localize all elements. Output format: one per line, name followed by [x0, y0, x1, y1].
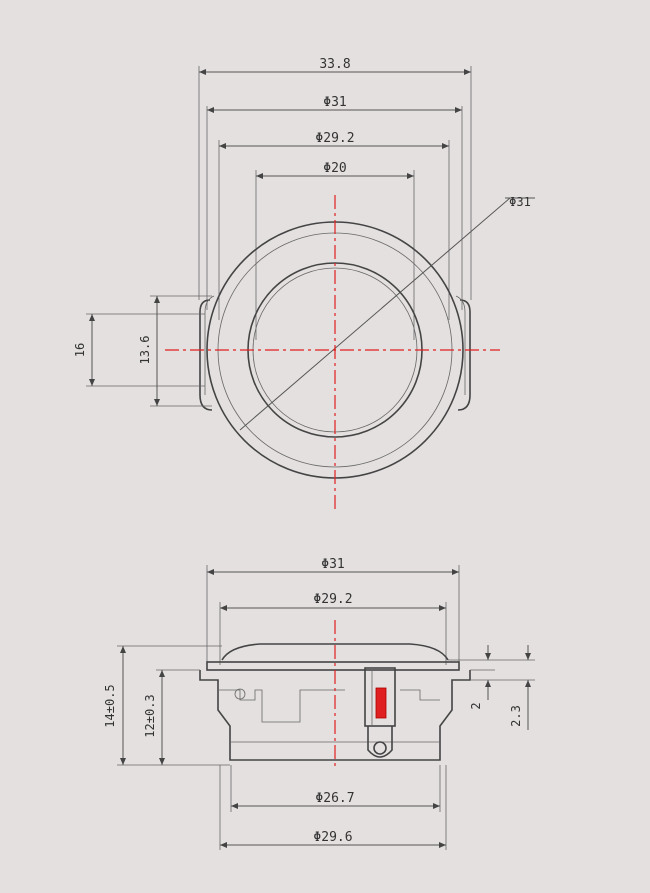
- left-tab-inner: [204, 295, 215, 395]
- dim-label-ring: Φ29.2: [315, 131, 354, 146]
- dome-profile: [221, 643, 449, 661]
- dim-label-right-b: 2.3: [509, 705, 523, 727]
- terminal-lug: [367, 726, 393, 758]
- dim-label-bottom-outer: Φ29.6: [313, 830, 352, 845]
- terminal-red: [375, 687, 387, 719]
- side-view: Φ31 Φ29.2 Φ26.7 Φ29.6 14±0.5 12±0.3: [103, 557, 535, 850]
- dim-label-height-total: 14±0.5: [103, 684, 117, 727]
- magnet-steps-left: [218, 689, 345, 723]
- right-tab: [457, 299, 471, 411]
- dim-label-height-body: 12±0.3: [143, 694, 157, 737]
- dim-label-outer: Φ31: [323, 95, 346, 110]
- left-tab: [199, 299, 213, 411]
- dim-label-side-ring: Φ29.2: [313, 592, 352, 607]
- top-view: 33.8 Φ31 Φ29.2 Φ20 Φ31 16 13.6: [73, 57, 535, 512]
- left-extension-lines: [86, 295, 212, 407]
- dim-label-overall: 33.8: [319, 57, 350, 72]
- leader-diagonal: [239, 197, 511, 431]
- right-tab-inner: [455, 295, 466, 395]
- dim-label-inner: Φ20: [323, 161, 346, 176]
- top-extension-lines: [198, 66, 472, 340]
- dim-label-diag: Φ31: [509, 195, 531, 209]
- dim-label-side-top: Φ31: [321, 557, 344, 572]
- dim-label-bottom-inner: Φ26.7: [315, 791, 354, 806]
- dim-label-left-outer: 16: [73, 343, 87, 357]
- flange: [206, 661, 460, 671]
- terminal-hole: [373, 741, 387, 755]
- dim-label-right-a: 2: [469, 702, 483, 709]
- terminal-housing: [364, 667, 396, 727]
- magnet-steps-right: [400, 689, 440, 701]
- side-left-extension-lines: [117, 645, 230, 766]
- dim-label-left-inner: 13.6: [138, 336, 152, 365]
- vent-hole: [234, 688, 246, 700]
- body-outline: [199, 670, 471, 761]
- side-right-extension-lines: [448, 659, 535, 681]
